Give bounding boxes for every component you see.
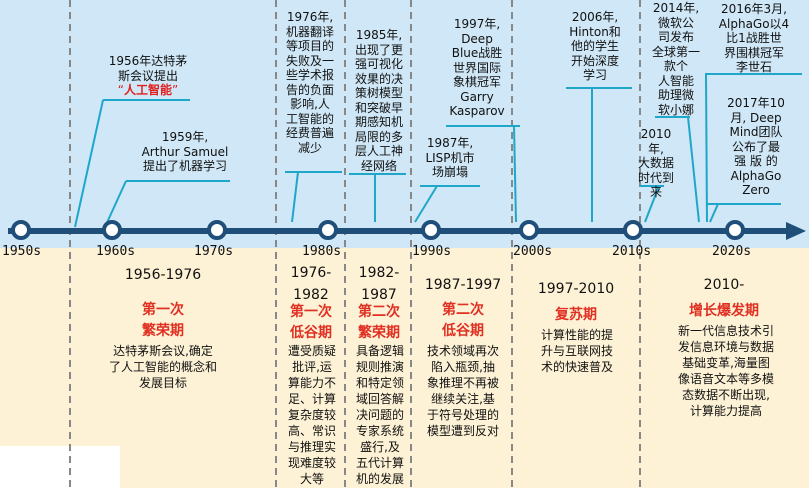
event-1956-quote-close: ” [172, 83, 179, 97]
event-2016: 2016年3月, AlphaGo以4 比1战胜世 界围棋冠军 李世石 [718, 2, 790, 74]
axis-label-2020s: 2020s [712, 244, 752, 259]
period-3-years: 1982- 1987 [358, 265, 400, 303]
marker-1950s [11, 220, 31, 240]
period-5-desc: 计算性能的提 升与互联网技 术的快速普及 [540, 328, 613, 374]
marker-2020s [725, 220, 745, 240]
event-1956-line1: 1956年达特茅 [108, 54, 188, 68]
axis-arrowhead [786, 222, 806, 240]
event-2017: 2017年10 月, Deep Mind团队 公布了最 强 版 的 AlphaG… [727, 96, 785, 197]
event-1985: 1985年, 出现了更 强可视化 效果的决 策树模型 和突破早 期感知机 局限的… [354, 28, 403, 173]
event-connectors [74, 73, 802, 228]
event-1987: 1987年, LISP机市 场崩塌 [425, 136, 475, 179]
period-5-years: 1997-2010 [537, 281, 615, 297]
connector-2010-d [644, 185, 660, 223]
period-4-name: 第二次 低谷期 [442, 302, 484, 339]
connector-2016-d [705, 73, 708, 223]
event-2014: 2014年, 微软公 司发布 全球第一 款个 人智能 助理微 软小娜 [651, 1, 700, 117]
marker-1990s [421, 220, 441, 240]
axis-label-2010s: 2010s [612, 244, 652, 259]
event-1956: 1956年达特茅斯会议提出“人工智能” [90, 54, 206, 98]
connector-2014-d [687, 116, 700, 223]
period-6-years: 2010- [703, 277, 745, 293]
event-1956-line2: 斯会议提出 [117, 68, 178, 83]
period-1-desc: 达特茅斯会议,确定 了人工智能的概念和 发展目标 [108, 344, 217, 390]
event-1997: 1997年, Deep Blue战胜 世界国际 象棋冠军 Garry Kaspa… [449, 17, 505, 118]
marker-2000s [519, 220, 539, 240]
axis-label-1980s: 1980s [302, 244, 342, 259]
axis-label-1950s: 1950s [2, 244, 42, 259]
connector-1976-d [291, 171, 299, 223]
marker-1980s [318, 220, 338, 240]
period-3-name: 第二次 繁荣期 [358, 304, 400, 341]
connector-1997-d [513, 125, 517, 223]
axis-label-1960s: 1960s [96, 244, 136, 259]
period-2-name: 第一次 低谷期 [290, 304, 332, 341]
period-4-desc: 技术领域再次 陷入瓶颈,抽 象推理不再被 继续关注,基 于符号处理的 模型遭到反… [426, 344, 499, 438]
upper-band [0, 0, 809, 248]
event-2010: 2010年, 大数据 时代到 来 [637, 127, 674, 199]
period-5-name: 复苏期 [555, 307, 597, 323]
period-6-desc: 新一代信息技术引 发信息环境与数据 基础变革,海量图 像语音文本等多模 态数据不… [677, 324, 774, 418]
axis-label-1970s: 1970s [194, 244, 234, 259]
marker-1960s [102, 220, 122, 240]
event-2006: 2006年, Hinton和 他的学生 开始深度 学习 [569, 10, 621, 82]
marker-2010s [623, 220, 643, 240]
event-1956-quote-open: “ [117, 83, 124, 97]
period-dividers [69, 0, 641, 488]
period-4-years: 1987-1997 [424, 277, 502, 293]
period-1-name: 第一次 繁荣期 [142, 302, 184, 339]
axis-label-1990s: 1990s [412, 244, 452, 259]
period-1-years: 1956-1976 [124, 267, 202, 283]
marker-1970s [207, 220, 227, 240]
lower-band [0, 248, 809, 488]
period-2-desc: 遭受质疑 批评,运 算能力不 足、计算 复杂度较 高、常识 与推理实 现难度较 … [287, 344, 336, 486]
connector-1987-d [414, 185, 438, 223]
connector-1959-d [104, 180, 127, 228]
connector-2017-d [709, 203, 719, 223]
period-2-years: 1976- 1982 [290, 265, 332, 303]
event-1976: 1976年, 机器翻译 等项目的 失败及一 些学术报 告的负面 影响,人 工智能… [285, 10, 334, 155]
period-6-name: 增长爆发期 [689, 303, 759, 319]
period-3-desc: 具备逻辑 规则推演 和特定领 域回答解 决问题的 专家系统 盛行,及 五代计算 … [355, 344, 404, 486]
event-1959: 1959年, Arthur Samuel 提出了机器学习 [141, 130, 229, 173]
event-1956-highlight: 人工智能 [123, 83, 172, 97]
decade-markers [11, 220, 745, 240]
corner-patch [0, 446, 120, 488]
connector-1956-d [74, 99, 104, 228]
axis-label-2000s: 2000s [513, 244, 553, 259]
